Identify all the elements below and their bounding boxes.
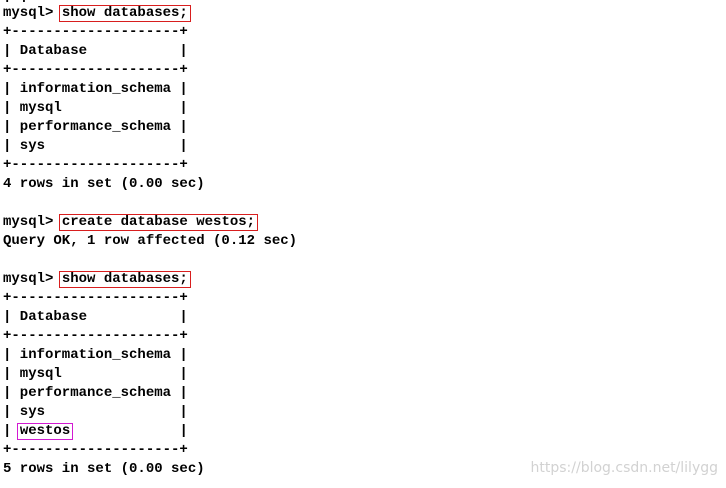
mysql-prompt: mysql> [3, 271, 62, 287]
table-row: | westos | [3, 422, 188, 441]
output-line: | sys | [3, 404, 188, 420]
output-line: +--------------------+ [3, 157, 188, 173]
output-line: +--------------------+ [3, 24, 188, 40]
output-line: Query OK, 1 row affected (0.12 sec) [3, 233, 298, 249]
output-line: | Database | [3, 43, 188, 59]
output-line: | information_schema | [3, 81, 188, 97]
table-row-prefix: | [3, 423, 20, 439]
output-line: +--------------------+ [3, 442, 188, 458]
output-line: 5 rows in set (0.00 sec) [3, 461, 205, 477]
output-line: | information_schema | [3, 347, 188, 363]
output-line: +--------------------+ [3, 328, 188, 344]
output-line: | mysql | [3, 366, 188, 382]
output-line: | sys | [3, 138, 188, 154]
highlighted-command: show databases; [58, 271, 191, 288]
output-line: | mysql | [3, 100, 188, 116]
output-line: | performance_schema | [3, 119, 188, 135]
prompt-line: mysql> create database westos; [3, 213, 259, 232]
highlighted-command: create database westos; [58, 214, 259, 231]
highlighted-command: show databases; [58, 5, 191, 22]
mysql-prompt: mysql> [3, 214, 62, 230]
output-line: | performance_schema | [3, 385, 188, 401]
table-row-suffix: | [70, 423, 188, 439]
mysql-prompt: mysql> [3, 5, 62, 21]
partial-top-chars: | | [3, 0, 28, 6]
output-line: 4 rows in set (0.00 sec) [3, 176, 205, 192]
watermark: https://blog.csdn.net/lilygg [530, 460, 718, 476]
highlighted-database-name: westos [16, 423, 74, 440]
output-line: +--------------------+ [3, 290, 188, 306]
output-line: +--------------------+ [3, 62, 188, 78]
prompt-line: mysql> show databases; [3, 4, 191, 23]
prompt-line: mysql> show databases; [3, 270, 191, 289]
output-line: | Database | [3, 309, 188, 325]
